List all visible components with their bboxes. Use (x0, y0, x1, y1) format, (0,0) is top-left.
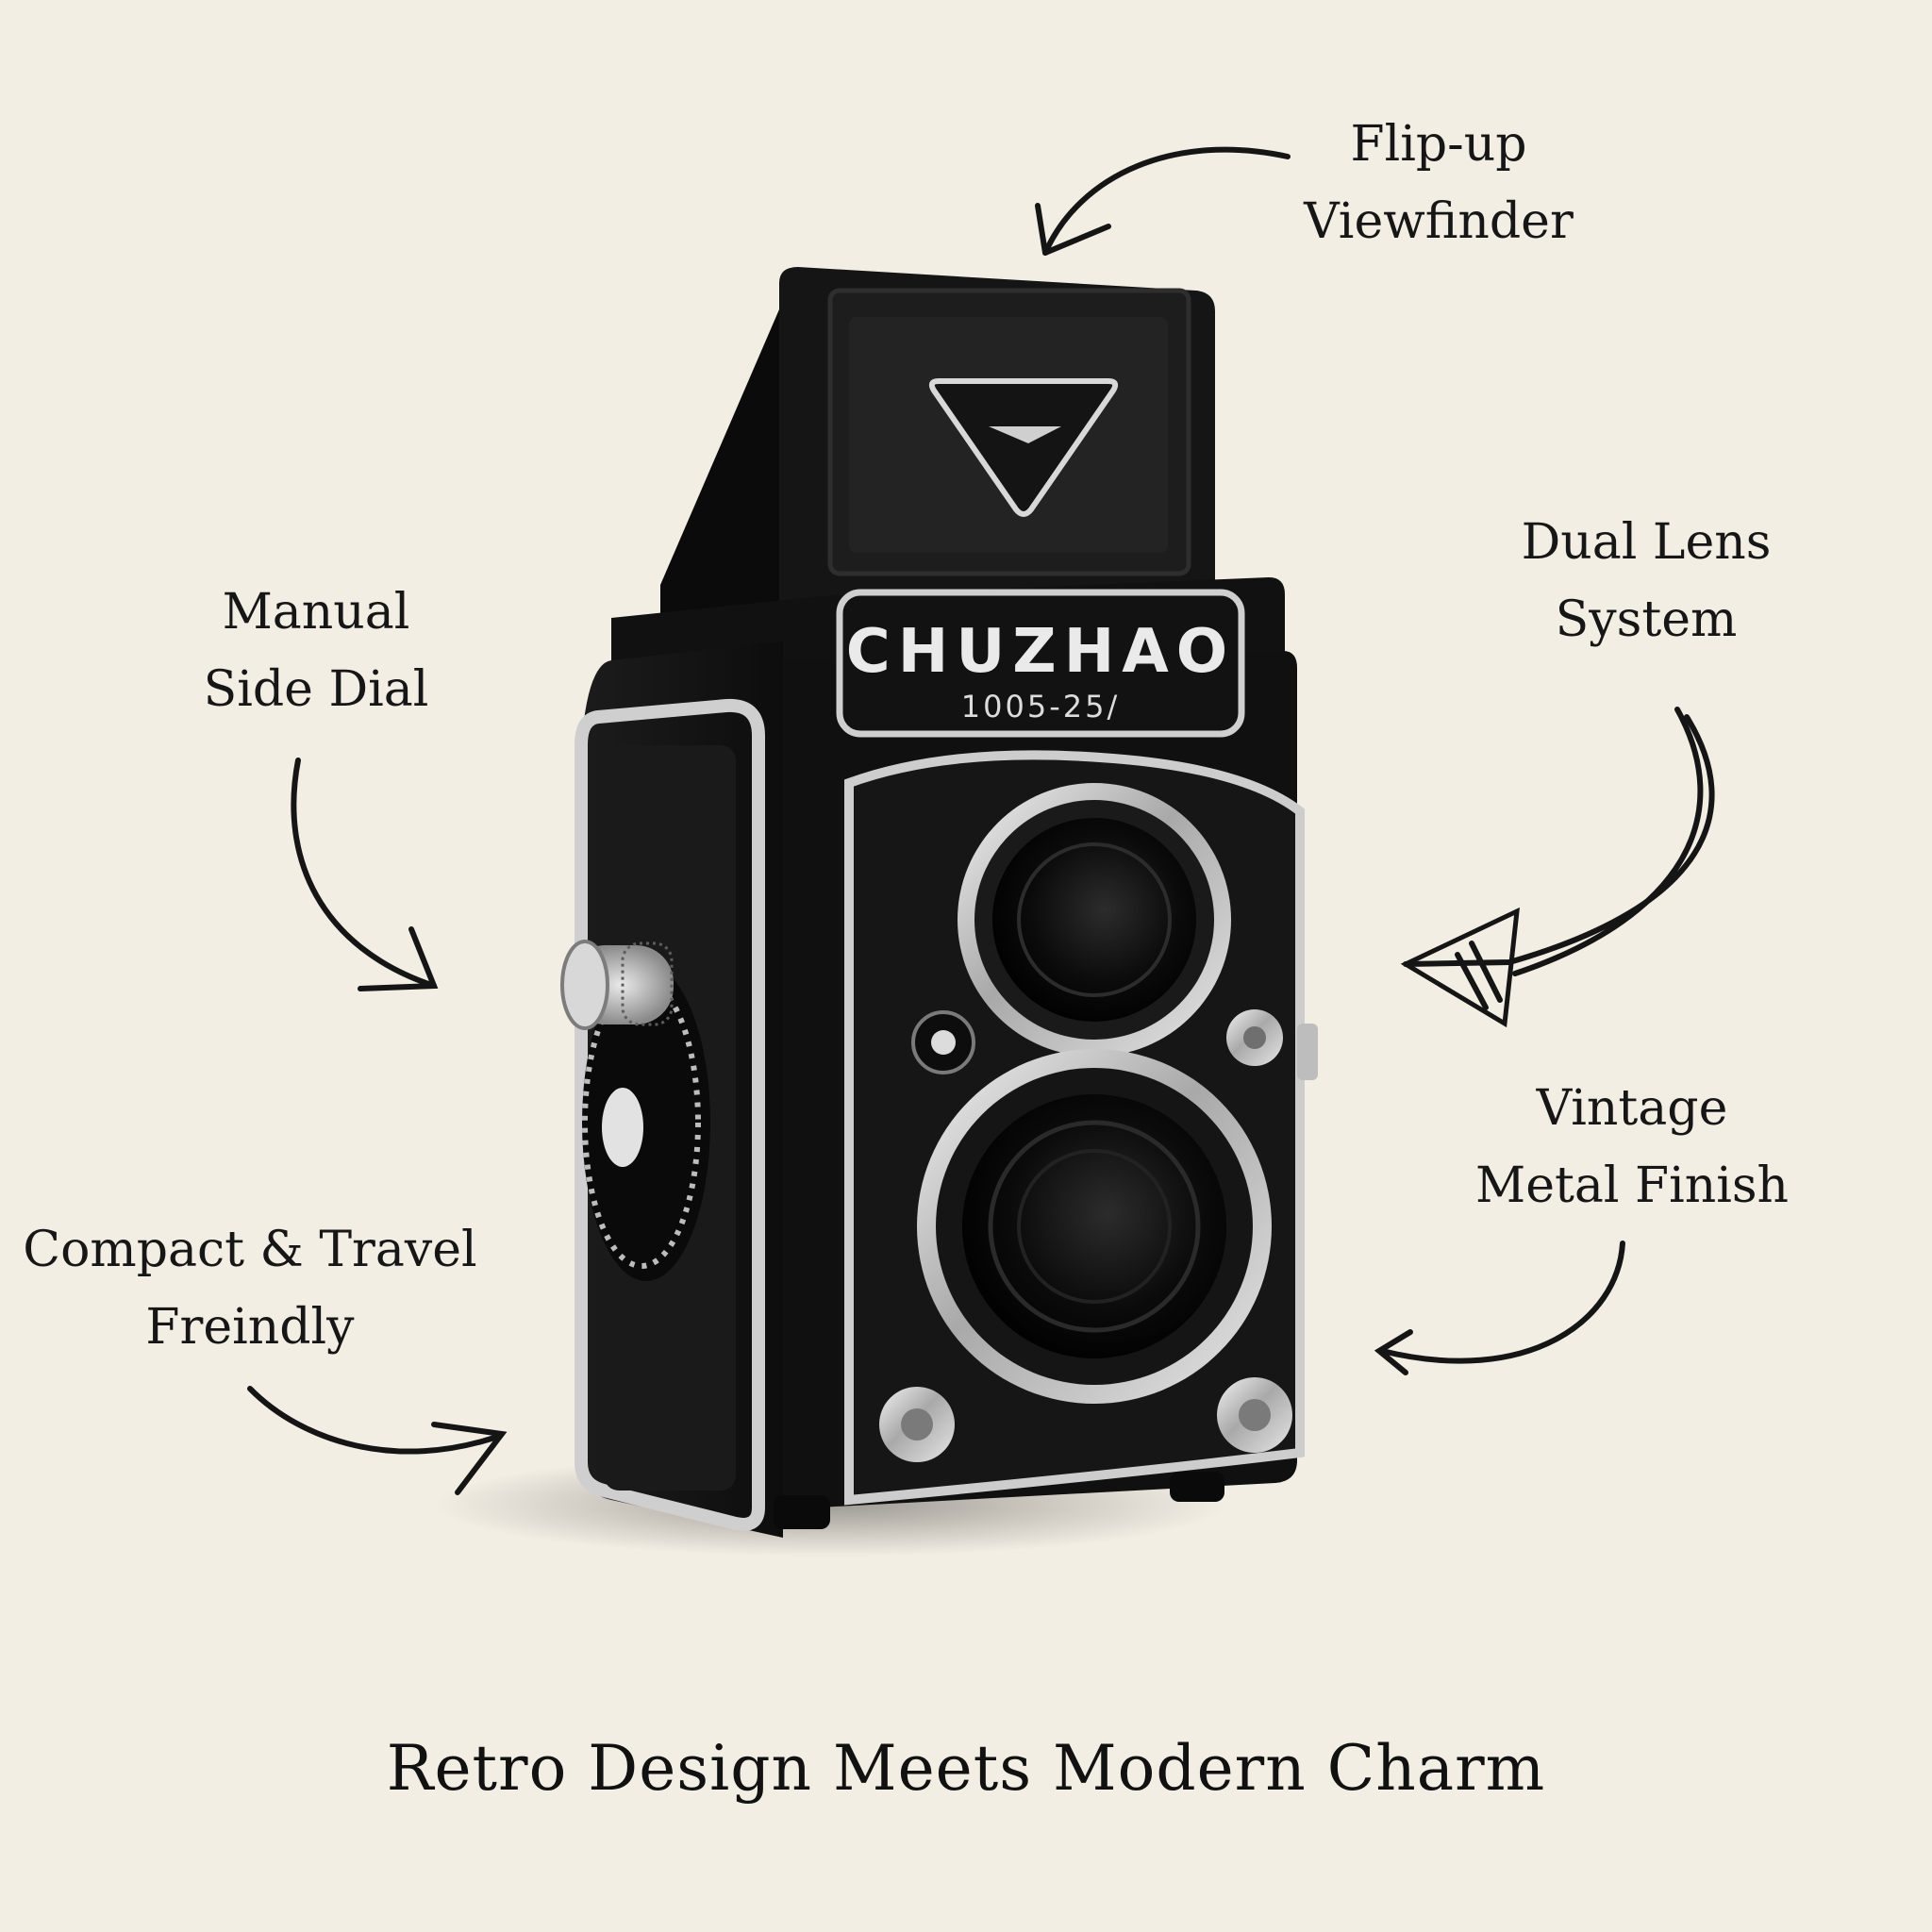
callout-line: Metal Finish (1474, 1158, 1790, 1214)
callout-viewfinder: Flip-up Viewfinder (1288, 106, 1590, 260)
callout-compact: Compact & Travel Freindly (19, 1211, 481, 1366)
headline: Retro Design Meets Modern Charm (386, 1732, 1546, 1805)
brand-name: CHUZHAO (846, 617, 1235, 687)
triangle-emblem-icon (928, 378, 1119, 517)
callout-line: Freindly (145, 1299, 355, 1356)
model-number: 1005-25/ (961, 689, 1120, 724)
lower-taking-lens (917, 1049, 1272, 1404)
callout-line: Side Dial (203, 661, 429, 718)
camera-side (560, 641, 783, 1538)
front-screws (879, 1009, 1292, 1462)
callout-line: Vintage (1536, 1080, 1728, 1137)
hand-drawn-arrow-icon (247, 146, 1715, 1495)
upper-viewing-lens (958, 783, 1231, 1057)
viewfinder-hood (660, 267, 1215, 623)
callout-line: Flip-up (1350, 116, 1527, 173)
callout-line: Viewfinder (1304, 193, 1574, 250)
nameplate: CHUZHAO 1005-25/ (836, 589, 1245, 738)
side-dial (560, 940, 710, 1281)
callout-line: Compact & Travel (23, 1222, 477, 1278)
callout-line: Manual (222, 584, 410, 641)
camera-front: CHUZHAO 1005-25/ (783, 589, 1318, 1509)
callout-line: System (1555, 591, 1738, 648)
camera: CHUZHAO 1005-25/ (560, 267, 1318, 1538)
callout-line: Dual Lens (1521, 514, 1772, 571)
callout-metal-finish: Vintage Metal Finish (1439, 1070, 1825, 1224)
callout-side-dial: Manual Side Dial (165, 574, 467, 728)
callout-dual-lens: Dual Lens System (1486, 504, 1807, 658)
